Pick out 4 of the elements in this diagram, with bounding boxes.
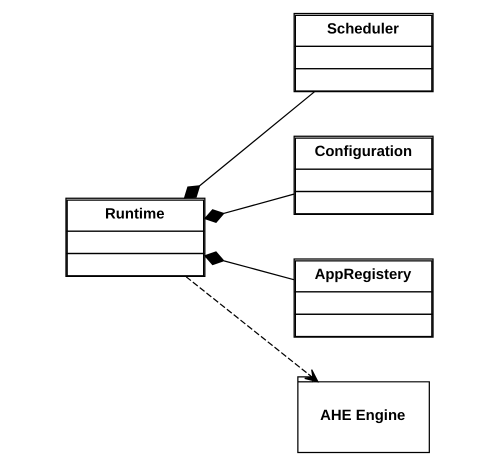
connector — [184, 91, 315, 199]
connector — [204, 194, 294, 223]
arrow — [186, 276, 319, 382]
connector — [204, 251, 294, 280]
